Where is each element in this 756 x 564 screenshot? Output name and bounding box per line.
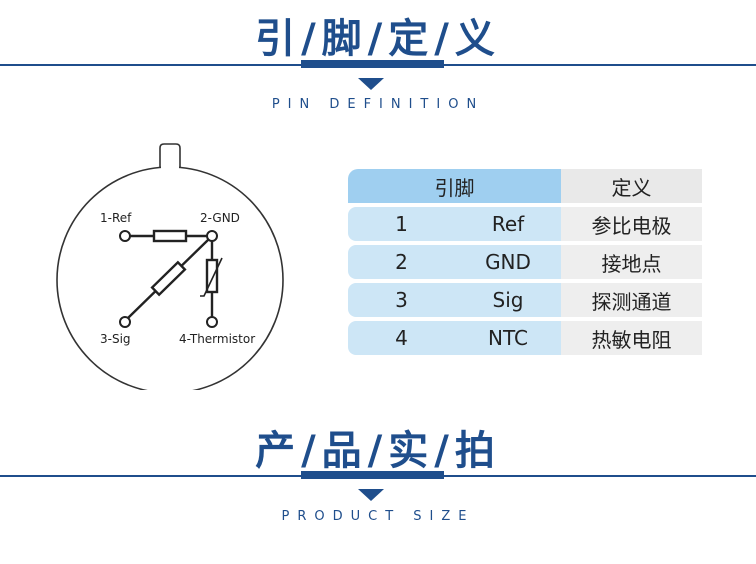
table-row: 2 GND 接地点 [348,245,702,279]
section-title-pin-definition: 引/脚/定/义 [255,16,501,62]
table-row: 1 Ref 参比电极 [348,207,702,241]
pin-number-cell: 4 [348,321,455,355]
column-header-pin: 引脚 [348,169,561,203]
sig-resistor [150,260,187,297]
pin-definition-table: 引脚 定义 1 Ref 参比电极 2 GND 接地点 3 Sig 探测通道 4 … [348,165,702,359]
pin-diagram: 1-Ref 2-GND 3-Sig 4-Thermistor [56,143,284,390]
section-subtitle-product-size: PRODUCT SIZE [281,509,475,524]
pin-name-cell: Ref [455,207,561,241]
pin-number-cell: 3 [348,283,455,317]
section-accent-bar [301,60,444,68]
pin-1-label: 1-Ref [100,211,132,225]
pin-name-cell: NTC [455,321,561,355]
pin-definition-cell: 探测通道 [561,283,702,317]
ref-resistor [152,229,188,243]
table-row: 3 Sig 探测通道 [348,283,702,317]
pin-1-dot [119,230,131,242]
sensor-tab [159,143,181,168]
pin-2-label: 2-GND [200,211,240,225]
pin-3-dot [119,316,131,328]
pin-3-label: 3-Sig [100,332,131,346]
section-subtitle-pin-definition: PIN DEFINITION [271,97,485,112]
pin-4-dot [206,316,218,328]
pin-definition-cell: 参比电极 [561,207,702,241]
pin-definition-cell: 热敏电阻 [561,321,702,355]
pin-definition-cell: 接地点 [561,245,702,279]
down-triangle-icon [358,78,384,90]
table-header-row: 引脚 定义 [348,169,702,203]
pin-number-cell: 2 [348,245,455,279]
thermistor [205,258,219,294]
table-row: 4 NTC 热敏电阻 [348,321,702,355]
pin-name-cell: GND [455,245,561,279]
section-title-product-photos: 产/品/实/拍 [255,428,501,474]
pin-4-label: 4-Thermistor [179,332,255,346]
section-accent-bar [301,471,444,479]
pin-name-cell: Sig [455,283,561,317]
down-triangle-icon [358,489,384,501]
pin-number-cell: 1 [348,207,455,241]
column-header-definition: 定义 [561,169,702,203]
